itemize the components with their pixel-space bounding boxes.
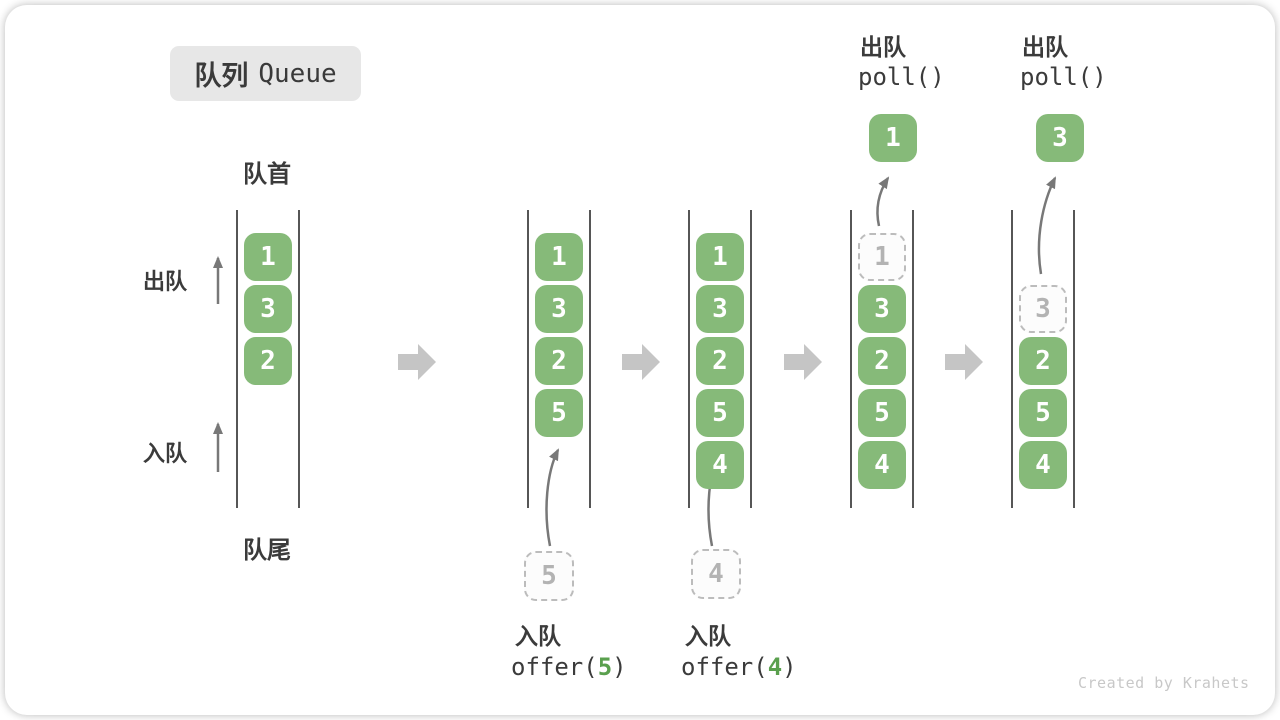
queue5-wall-right bbox=[1073, 210, 1075, 508]
queue-cell: 2 bbox=[858, 337, 906, 385]
queue-cell: 3 bbox=[535, 285, 583, 333]
step-arrow-icon bbox=[784, 344, 822, 380]
queue-cell: 4 bbox=[1019, 441, 1067, 489]
queue-cell: 3 bbox=[696, 285, 744, 333]
title-zh: 队列 bbox=[194, 61, 249, 92]
popped-cell: 1 bbox=[869, 114, 917, 162]
queue-cell: 2 bbox=[244, 337, 292, 385]
queue-cell: 3 bbox=[858, 285, 906, 333]
queue5-wall-left bbox=[1011, 210, 1013, 508]
dequeue-caption: 出队 bbox=[860, 35, 906, 61]
step-arrow-icon bbox=[398, 344, 436, 380]
removed-slot: 3 bbox=[1019, 285, 1067, 333]
queue-cell: 1 bbox=[244, 233, 292, 281]
queue-cell: 3 bbox=[244, 285, 292, 333]
queue-cell: 1 bbox=[696, 233, 744, 281]
queue-cell: 5 bbox=[535, 389, 583, 437]
queue-cell: 2 bbox=[1019, 337, 1067, 385]
title-en: Queue bbox=[258, 58, 337, 89]
enqueue-label: 入队 bbox=[143, 442, 188, 467]
queue-cell: 1 bbox=[535, 233, 583, 281]
code-arg: 4 bbox=[767, 653, 783, 681]
removed-slot: 1 bbox=[858, 233, 906, 281]
dequeue-caption: 出队 bbox=[1022, 35, 1068, 61]
queue-cell: 5 bbox=[858, 389, 906, 437]
queue1-wall-right bbox=[298, 210, 300, 508]
code-suffix: ) bbox=[782, 653, 797, 681]
code-prefix: offer( bbox=[681, 653, 768, 681]
code-arg: 5 bbox=[597, 653, 613, 681]
queue4-wall-left bbox=[850, 210, 852, 508]
dequeue-code: poll() bbox=[858, 63, 945, 91]
enqueue-caption: 入队 bbox=[515, 624, 561, 650]
title-badge: 队列 Queue bbox=[170, 46, 361, 101]
front-label: 队首 bbox=[243, 160, 291, 188]
step-arrow-icon bbox=[622, 344, 660, 380]
queue-cell: 5 bbox=[696, 389, 744, 437]
enqueue-caption: 入队 bbox=[685, 624, 731, 650]
dequeue-code: poll() bbox=[1020, 63, 1107, 91]
queue2-wall-left bbox=[527, 210, 529, 508]
queue-cell: 2 bbox=[696, 337, 744, 385]
dequeue-label: 出队 bbox=[143, 270, 188, 295]
code-suffix: ) bbox=[612, 653, 627, 681]
queue-cell: 5 bbox=[1019, 389, 1067, 437]
pending-cell: 5 bbox=[524, 551, 574, 601]
queue-cell: 4 bbox=[858, 441, 906, 489]
code-prefix: offer( bbox=[511, 653, 598, 681]
queue2-wall-right bbox=[589, 210, 591, 508]
popped-cell: 3 bbox=[1036, 114, 1084, 162]
watermark: Created by Krahets bbox=[1078, 674, 1250, 692]
enqueue-code: offer(4) bbox=[681, 653, 797, 681]
curved-arrow-icon bbox=[876, 176, 890, 227]
queue1-wall-left bbox=[236, 210, 238, 508]
pending-cell: 4 bbox=[691, 549, 741, 599]
curved-arrow-icon bbox=[1037, 176, 1057, 275]
queue-cell: 2 bbox=[535, 337, 583, 385]
queue3-wall-left bbox=[688, 210, 690, 508]
enqueue-code: offer(5) bbox=[511, 653, 627, 681]
queue-cell: 4 bbox=[696, 441, 744, 489]
curved-arrow-icon bbox=[545, 448, 560, 547]
queue3-wall-right bbox=[750, 210, 752, 508]
step-arrow-icon bbox=[945, 344, 983, 380]
queue4-wall-right bbox=[912, 210, 914, 508]
rear-label: 队尾 bbox=[243, 536, 291, 564]
